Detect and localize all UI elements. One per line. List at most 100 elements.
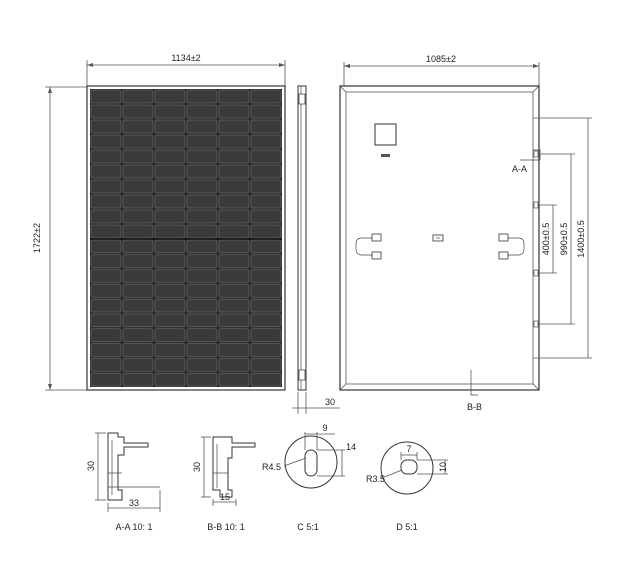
solar-cell	[218, 104, 250, 119]
solar-cell	[186, 134, 218, 149]
front-width-arrow-right	[279, 63, 285, 67]
solar-cell	[186, 269, 218, 283]
solar-cell	[186, 224, 218, 239]
solar-cell	[218, 89, 250, 104]
solar-cell	[154, 104, 186, 119]
side-profile-bottom-clip	[298, 369, 306, 381]
solar-cell	[90, 104, 122, 119]
solar-cell	[154, 284, 186, 298]
solar-cell	[122, 239, 154, 254]
back-connector-right-bottom	[498, 251, 509, 260]
solar-cell	[154, 358, 186, 372]
solar-cell	[186, 164, 218, 179]
solar-cell	[154, 328, 186, 342]
solar-cell	[90, 134, 122, 149]
solar-cell	[250, 298, 282, 313]
side-profile-body	[297, 85, 307, 391]
c-slot	[304, 449, 318, 477]
solar-cell	[186, 313, 218, 328]
solar-cell	[154, 372, 186, 387]
section-aa-label: A-A	[512, 164, 527, 174]
solar-cell	[90, 119, 122, 134]
solar-cell	[186, 298, 218, 313]
solar-cell	[218, 179, 250, 194]
solar-cell	[154, 149, 186, 164]
back-slot-2	[533, 320, 539, 328]
solar-cell	[122, 328, 154, 342]
solar-cell	[218, 119, 250, 134]
solar-cell	[90, 239, 122, 254]
detail-d: 7 10 R3.5 D 5:1	[366, 441, 448, 532]
solar-cell	[90, 284, 122, 298]
solar-cell	[218, 164, 250, 179]
side-profile-top-clip	[298, 93, 306, 105]
aa-width-label: 33	[129, 498, 139, 508]
bb-frame-profile	[212, 436, 256, 498]
side-view: 30	[292, 85, 340, 414]
solar-cell	[250, 328, 282, 342]
front-width-label: 1134±2	[171, 53, 200, 63]
back-slot-1	[533, 150, 539, 158]
section-bb-label: B-B	[467, 402, 482, 412]
solar-cell	[186, 372, 218, 387]
back-connector-left-top	[371, 233, 382, 242]
solar-cell	[154, 224, 186, 239]
d-dim-right-label: 10	[438, 462, 448, 472]
solar-cell	[122, 164, 154, 179]
dim-1400-label: 1400±0.5	[576, 220, 586, 257]
front-height-arrow-top	[48, 87, 52, 93]
solar-cell	[218, 239, 250, 254]
solar-cell	[154, 239, 186, 254]
solar-cell	[90, 298, 122, 313]
solar-cell	[90, 209, 122, 224]
back-nameplate	[374, 123, 397, 146]
solar-cell	[186, 209, 218, 224]
back-frame-corner-br	[532, 383, 540, 391]
section-bb-marker	[470, 370, 478, 396]
front-panel-cell-area	[90, 89, 282, 387]
solar-cell	[122, 119, 154, 134]
solar-cell	[122, 209, 154, 224]
bb-caption: B-B 10: 1	[207, 522, 245, 532]
d-slot	[400, 459, 418, 475]
solar-cell	[250, 343, 282, 357]
solar-cell	[90, 149, 122, 164]
solar-cell	[122, 343, 154, 357]
solar-cell	[218, 134, 250, 149]
solar-cell	[250, 179, 282, 194]
solar-cell	[250, 104, 282, 119]
front-view: 1134±2 1722±2	[32, 53, 286, 391]
front-height-arrow-bottom	[48, 384, 52, 390]
front-panel-cells	[90, 89, 282, 387]
solar-cell	[122, 104, 154, 119]
solar-cell	[122, 269, 154, 283]
solar-cell	[186, 343, 218, 357]
solar-cell	[218, 298, 250, 313]
solar-cell	[218, 284, 250, 298]
solar-cell	[122, 358, 154, 372]
solar-cell	[90, 372, 122, 387]
solar-cell	[154, 89, 186, 104]
back-cable-left	[355, 237, 372, 256]
solar-cell	[90, 343, 122, 357]
back-width-label: 1085±2	[426, 54, 456, 64]
front-height-label: 1722±2	[32, 223, 42, 253]
solar-cell	[218, 149, 250, 164]
solar-cell	[186, 284, 218, 298]
solar-cell	[154, 298, 186, 313]
detail-bb: 30 15 B-B 10: 1	[192, 436, 256, 532]
solar-cell	[186, 149, 218, 164]
solar-cell	[186, 358, 218, 372]
solar-cell	[90, 358, 122, 372]
dim-990-label: 990±0.5	[559, 223, 569, 255]
solar-cell	[154, 179, 186, 194]
solar-cell	[186, 239, 218, 254]
solar-cell	[90, 224, 122, 239]
solar-cell	[250, 372, 282, 387]
bb-width-label: 15	[220, 492, 230, 502]
back-frame-corner-tr	[532, 85, 540, 93]
back-cable-right	[508, 237, 525, 256]
solar-cell	[122, 372, 154, 387]
solar-cell	[122, 89, 154, 104]
